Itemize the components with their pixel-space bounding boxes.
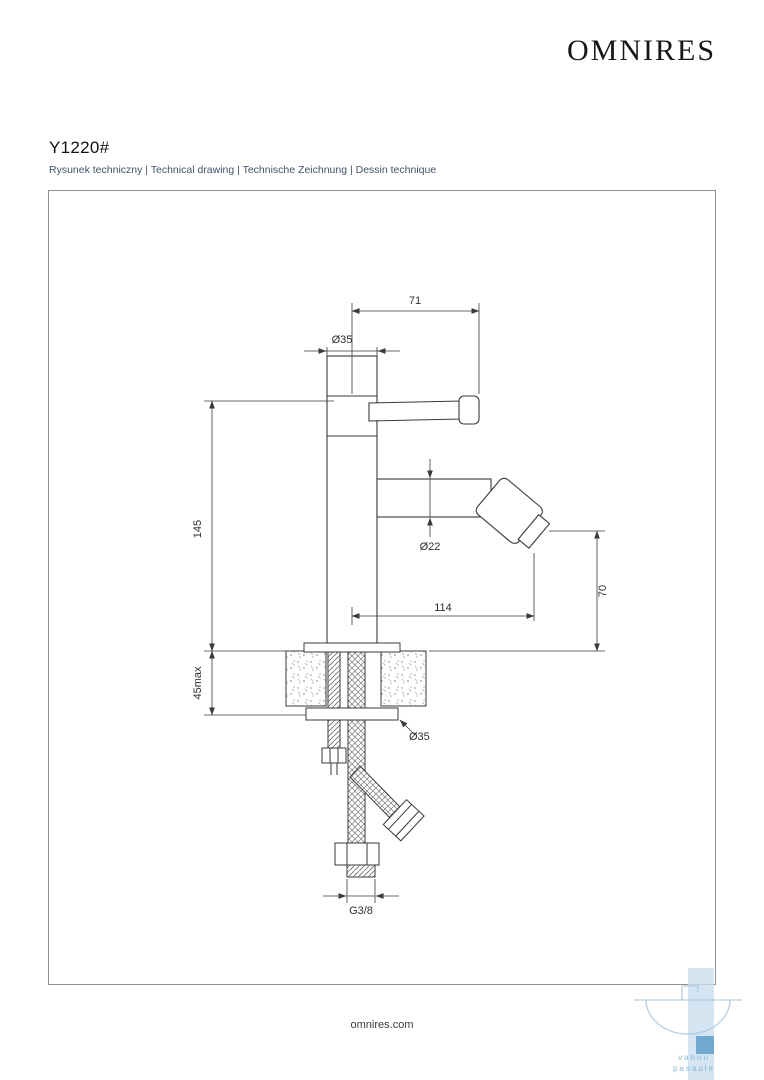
dim-label-dia22: Ø22 xyxy=(420,541,441,553)
product-subtitle: Rysunek techniczny | Technical drawing |… xyxy=(49,164,437,176)
watermark: vannu pasaule xyxy=(630,968,764,1080)
brand-logo: OMNIRES xyxy=(566,34,716,67)
dim-label-145: 145 xyxy=(192,520,204,538)
technical-drawing: 71 Ø35 145 Ø22 114 70 45max Ø35 G3/8 xyxy=(192,295,609,917)
counter-section xyxy=(285,650,427,707)
product-code: Y1220# xyxy=(49,138,110,157)
hose-nut xyxy=(334,842,380,878)
mounting-washer xyxy=(305,707,399,721)
threaded-stud xyxy=(321,651,347,775)
faucet-body xyxy=(326,355,378,652)
dim-label-dia35-top: Ø35 xyxy=(332,334,353,346)
dim-label-45max: 45max xyxy=(192,666,204,700)
watermark-text-1: vannu xyxy=(678,1053,710,1062)
mounting-flange xyxy=(303,642,401,653)
dimension-lines xyxy=(204,303,605,903)
dim-label-71: 71 xyxy=(409,295,421,307)
watermark-text-2: pasaule xyxy=(673,1064,715,1073)
faucet-spout xyxy=(376,477,551,549)
footer-url: omnires.com xyxy=(350,1019,414,1031)
branch-hose xyxy=(349,765,425,842)
dimension-labels: 71 Ø35 145 Ø22 114 70 45max Ø35 G3/8 xyxy=(192,295,609,917)
supply-hose xyxy=(347,651,366,844)
dim-label-114: 114 xyxy=(434,602,452,614)
watermark-faucet-icon xyxy=(634,985,742,1035)
dim-label-70: 70 xyxy=(597,585,609,597)
dim-label-g38: G3/8 xyxy=(349,905,373,917)
faucet-handle xyxy=(368,395,480,425)
watermark-bar xyxy=(688,968,714,1080)
drawing-frame: 71 Ø35 145 Ø22 114 70 45max Ø35 G3/8 xyxy=(48,190,716,985)
dim-label-dia35-bottom: Ø35 xyxy=(409,731,430,743)
